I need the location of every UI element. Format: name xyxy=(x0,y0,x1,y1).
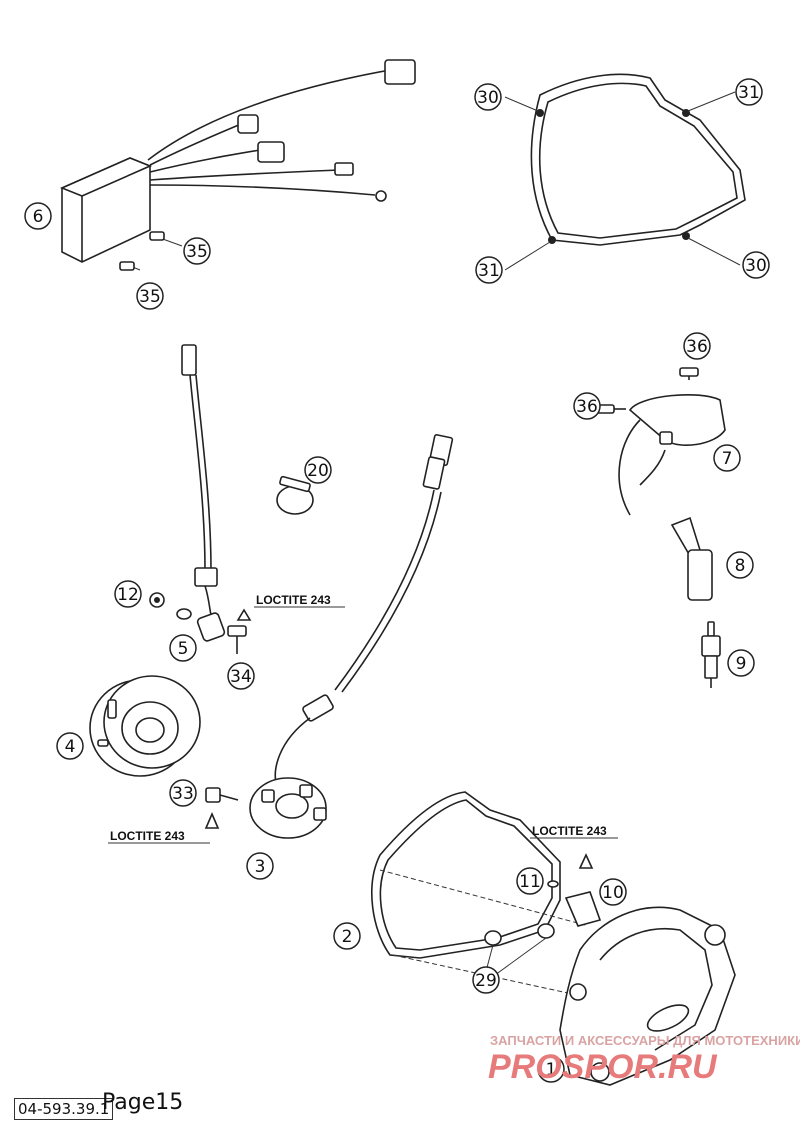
callout-29: 29 xyxy=(472,966,500,994)
callout-label: 33 xyxy=(172,784,194,804)
cable-tie xyxy=(276,475,314,515)
watermark-site: PROSPOR.RU xyxy=(488,1048,718,1086)
loctite-label-upper: LOCTITE 243 xyxy=(256,593,331,607)
callout-label: 8 xyxy=(735,556,746,576)
cover-clip-and-screw xyxy=(530,837,618,927)
callout-label: 29 xyxy=(475,971,497,991)
screw-with-loctite-drop xyxy=(227,606,345,654)
callout-label: 3 xyxy=(255,857,266,877)
stator-screw xyxy=(108,787,239,844)
callout-label: 1 xyxy=(546,1060,557,1080)
callout-label: 30 xyxy=(477,88,499,108)
callout-label: 2 xyxy=(342,927,353,947)
pulse-generator-cable xyxy=(176,344,226,642)
callout-label: 35 xyxy=(186,242,208,262)
callout-label: 31 xyxy=(478,261,500,281)
callout-label: 4 xyxy=(65,737,76,757)
dowel-pins xyxy=(484,923,555,976)
spark-plug xyxy=(701,621,721,688)
callout-label: 10 xyxy=(602,883,624,903)
loctite-label-left: LOCTITE 243 xyxy=(110,829,185,843)
callout-10: 10 xyxy=(599,878,627,906)
document-code: 04-593.39.1 xyxy=(14,1098,114,1120)
callout-label: 6 xyxy=(33,207,44,227)
callout-12: 12 xyxy=(114,580,142,608)
callout-2: 2 xyxy=(333,922,361,950)
callout-30-top: 30 xyxy=(474,83,502,111)
callout-4: 4 xyxy=(56,732,84,760)
spark-plug-connector xyxy=(670,516,713,601)
callout-30-bottom: 30 xyxy=(742,251,770,279)
ignition-coil xyxy=(595,367,726,516)
ignition-cover xyxy=(559,906,736,1086)
callout-36-lower: 36 xyxy=(573,392,601,420)
callout-label: 5 xyxy=(178,639,189,659)
callout-label: 11 xyxy=(519,872,541,892)
callout-9: 9 xyxy=(727,649,755,677)
callout-label: 9 xyxy=(736,654,747,674)
callout-20: 20 xyxy=(304,456,332,484)
watermark-tagline: ЗАПЧАСТИ И АКСЕССУАРЫ ДЛЯ МОТОТЕХНИКИ xyxy=(490,1033,800,1048)
ignition-cover-gasket xyxy=(371,791,601,1001)
callout-36-upper: 36 xyxy=(683,332,711,360)
loctite-label-right: LOCTITE 243 xyxy=(532,824,607,838)
callout-label: 36 xyxy=(576,397,598,417)
callout-label: 7 xyxy=(722,449,733,469)
callout-35-lower: 35 xyxy=(136,282,164,310)
callout-1: 1 xyxy=(537,1055,565,1083)
callout-5: 5 xyxy=(169,634,197,662)
callout-label: 35 xyxy=(139,287,161,307)
ignition-cover-gasket-top xyxy=(504,73,746,271)
callout-label: 30 xyxy=(745,256,767,276)
callout-7: 7 xyxy=(713,444,741,472)
flywheel-rotor xyxy=(89,675,201,777)
callout-label: 31 xyxy=(738,83,760,103)
callout-33: 33 xyxy=(169,779,197,807)
callout-8: 8 xyxy=(726,551,754,579)
page-label: Page15 xyxy=(102,1090,184,1115)
callout-3: 3 xyxy=(246,852,274,880)
callout-label: 36 xyxy=(686,337,708,357)
callout-label: 20 xyxy=(307,461,329,481)
stator-with-cable xyxy=(249,434,454,839)
callout-35-upper: 35 xyxy=(183,237,211,265)
nut xyxy=(149,592,165,608)
cdi-unit-with-harness xyxy=(59,59,416,271)
callout-6: 6 xyxy=(24,202,52,230)
callout-label: 34 xyxy=(230,667,252,687)
callout-11: 11 xyxy=(516,867,544,895)
callout-label: 12 xyxy=(117,585,139,605)
callout-34: 34 xyxy=(227,662,255,690)
callout-31-top: 31 xyxy=(735,78,763,106)
callout-31-bottom: 31 xyxy=(475,256,503,284)
